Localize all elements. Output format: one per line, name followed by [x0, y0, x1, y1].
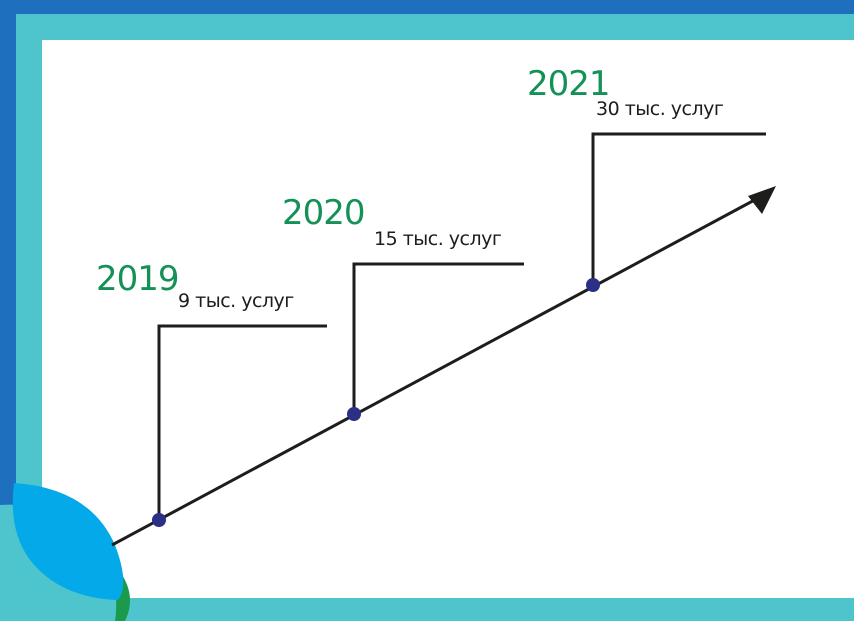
timeline-axis [111, 194, 763, 547]
year-label-2019: 2019 [96, 259, 180, 299]
milestone-dot-2019 [152, 513, 166, 527]
value-label-2019: 9 тыс. услуг [178, 290, 294, 312]
milestone-dot-2021 [586, 278, 600, 292]
leader-2020 [352, 262, 524, 414]
leaf-decoration [0, 483, 130, 621]
value-label-2021: 30 тыс. услуг [596, 98, 724, 120]
year-label-2020: 2020 [282, 193, 366, 233]
arrow-head-icon [748, 186, 776, 214]
year-label-2021: 2021 [527, 64, 611, 104]
milestone-dot-2020 [347, 407, 361, 421]
leader-2019 [157, 324, 327, 520]
value-label-2020: 15 тыс. услуг [374, 228, 502, 250]
leader-2021 [591, 132, 766, 285]
